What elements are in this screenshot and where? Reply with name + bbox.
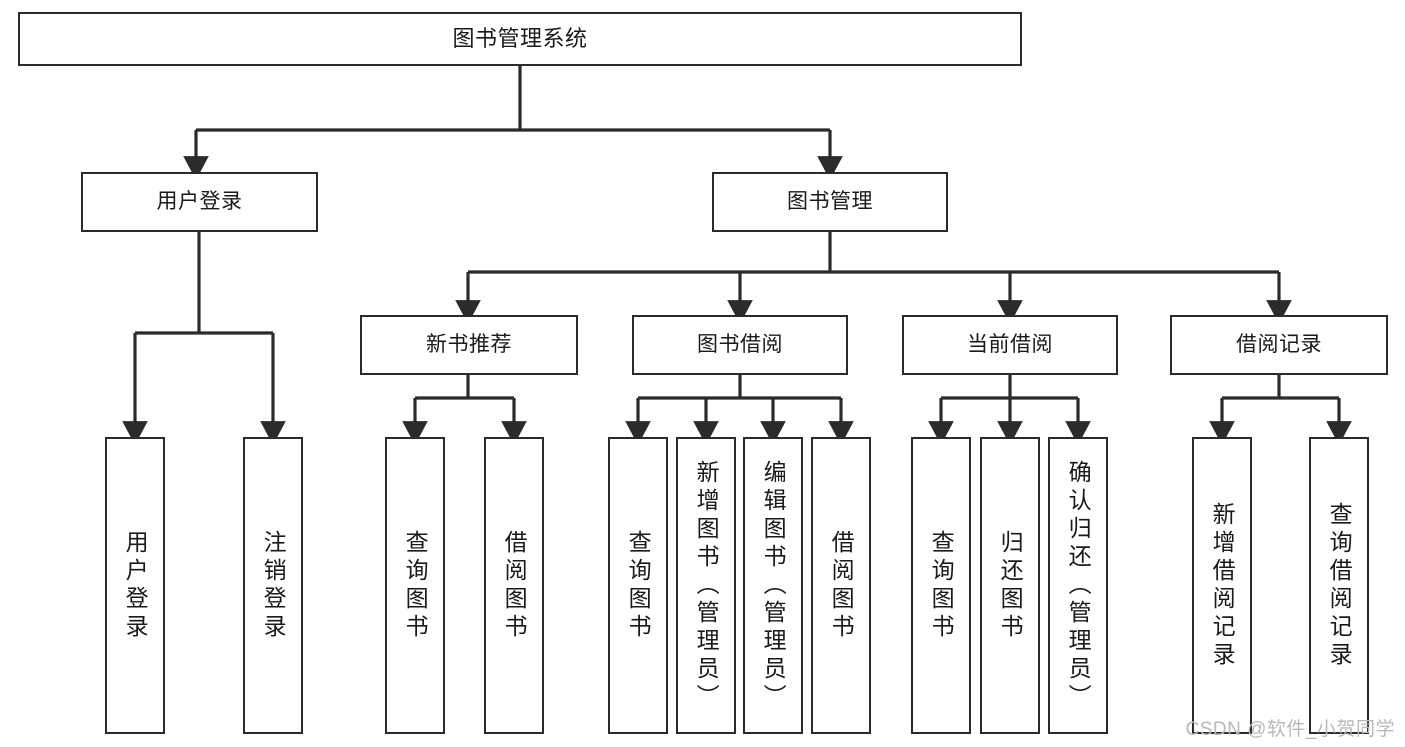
- node-label: 编辑图书（管理员）: [760, 459, 787, 712]
- node-leaf-query-book-3[interactable]: 查询图书: [911, 437, 971, 734]
- node-label: 借阅图书: [828, 529, 855, 642]
- node-leaf-add-book[interactable]: 新增图书（管理员）: [676, 437, 736, 734]
- node-label: 确认归还（管理员）: [1065, 459, 1092, 712]
- node-label: 借阅记录: [1236, 333, 1322, 357]
- node-label: 查询借阅记录: [1326, 501, 1353, 670]
- node-label: 查询图书: [625, 529, 652, 642]
- node-label: 用户登录: [156, 190, 243, 214]
- node-leaf-user-login[interactable]: 用户登录: [105, 437, 165, 734]
- node-leaf-borrow-book-2[interactable]: 借阅图书: [811, 437, 871, 734]
- node-label: 新增借阅记录: [1209, 501, 1236, 670]
- node-leaf-query-book-2[interactable]: 查询图书: [608, 437, 668, 734]
- node-book-borrow[interactable]: 图书借阅: [632, 315, 848, 375]
- node-current-borrow[interactable]: 当前借阅: [902, 315, 1118, 375]
- node-root-system[interactable]: 图书管理系统: [18, 12, 1022, 66]
- node-label: 图书借阅: [697, 333, 783, 357]
- node-label: 新书推荐: [426, 333, 512, 357]
- node-label: 注销登录: [260, 529, 287, 642]
- node-leaf-query-book-1[interactable]: 查询图书: [385, 437, 445, 734]
- node-label: 图书管理系统: [452, 25, 588, 51]
- node-label: 归还图书: [997, 529, 1024, 642]
- node-leaf-add-record[interactable]: 新增借阅记录: [1192, 437, 1252, 734]
- node-label: 新增图书（管理员）: [693, 459, 720, 712]
- node-leaf-confirm-return[interactable]: 确认归还（管理员）: [1048, 437, 1108, 734]
- node-new-book-recommend[interactable]: 新书推荐: [360, 315, 578, 375]
- node-label: 图书管理: [787, 190, 873, 214]
- node-label: 查询图书: [402, 529, 429, 642]
- node-label: 当前借阅: [967, 333, 1053, 357]
- node-book-manage[interactable]: 图书管理: [712, 172, 948, 232]
- node-borrow-record[interactable]: 借阅记录: [1170, 315, 1388, 375]
- node-label: 查询图书: [928, 529, 955, 642]
- node-label: 借阅图书: [501, 529, 528, 642]
- node-leaf-borrow-book-1[interactable]: 借阅图书: [484, 437, 544, 734]
- node-leaf-logout-login[interactable]: 注销登录: [243, 437, 303, 734]
- node-label: 用户登录: [122, 529, 149, 642]
- node-leaf-edit-book[interactable]: 编辑图书（管理员）: [743, 437, 803, 734]
- node-leaf-query-record[interactable]: 查询借阅记录: [1309, 437, 1369, 734]
- node-leaf-return-book[interactable]: 归还图书: [980, 437, 1040, 734]
- node-user-login[interactable]: 用户登录: [81, 172, 318, 232]
